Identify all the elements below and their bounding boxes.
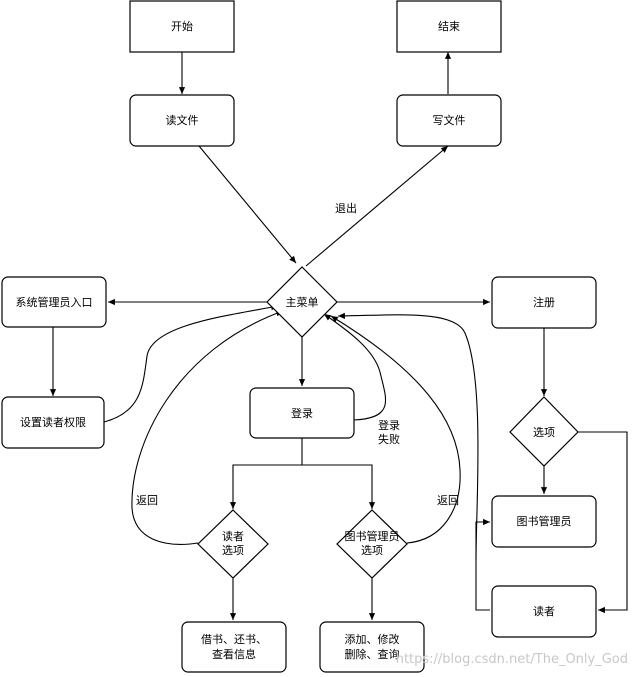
start-box <box>129 0 235 53</box>
read-file-box <box>129 94 235 147</box>
node-option: 选项 <box>509 396 579 467</box>
watermark-text: https://blog.csdn.net/The_Only_God <box>396 652 628 667</box>
node-read-file: 读文件 <box>129 94 235 147</box>
option-label: 选项 <box>533 426 555 439</box>
edge-option-to-reader <box>578 431 628 614</box>
reader-option-diamond <box>197 509 269 579</box>
edge-login-failed-to-menu <box>323 313 387 421</box>
reader-option-line-1: 读者 <box>222 529 244 543</box>
node-set-reader-permission: 设置读者权限 <box>1 396 105 449</box>
set-reader-permission-label: 设置读者权限 <box>20 415 86 429</box>
librarian-option-diamond <box>336 509 408 579</box>
reader-actions-line-1: 借书、还书、 <box>201 633 267 646</box>
node-end: 结束 <box>396 0 502 53</box>
node-write-file: 写文件 <box>396 94 502 147</box>
edge-permission-to-menu <box>103 304 279 423</box>
node-register: 注册 <box>491 276 597 329</box>
write-file-label: 写文件 <box>433 113 466 127</box>
reader-label: 读者 <box>533 604 555 618</box>
librarian-actions-line-2: 删除、查询 <box>345 647 400 661</box>
edge-login-to-reader-option <box>229 438 303 509</box>
edge-label-exit: 退出 <box>335 201 357 215</box>
start-label: 开始 <box>171 19 193 33</box>
node-start: 开始 <box>129 0 235 53</box>
option-diamond <box>509 396 579 467</box>
end-box <box>396 0 502 53</box>
main-menu-label: 主菜单 <box>286 296 319 309</box>
librarian-option-line-2: 选项 <box>361 544 383 557</box>
admin-entry-box <box>1 276 107 328</box>
node-reader: 读者 <box>491 585 597 638</box>
edge-label-login-failed-1: 登录 <box>378 418 400 432</box>
edge-reader-option-return <box>131 310 284 545</box>
node-main-menu: 主菜单 <box>266 266 338 338</box>
node-reader-actions: 借书、还书、 查看信息 <box>181 621 287 673</box>
edge-reader-to-librarian <box>475 518 490 611</box>
login-box <box>249 387 355 439</box>
edges <box>49 52 628 620</box>
node-login: 登录 <box>249 387 355 439</box>
librarian-actions-box <box>319 621 425 673</box>
register-box <box>491 276 597 329</box>
edge-label-return-left: 返回 <box>136 494 158 507</box>
admin-entry-label: 系统管理员入口 <box>16 295 93 309</box>
node-librarian-actions: 添加、修改 删除、查询 <box>319 621 425 673</box>
register-label: 注册 <box>533 295 555 309</box>
write-file-box <box>396 94 502 147</box>
librarian-actions-line-1: 添加、修改 <box>345 632 400 646</box>
librarian-label: 图书管理员 <box>517 514 572 528</box>
librarian-option-line-1: 图书管理员 <box>345 529 400 543</box>
reader-option-line-2: 选项 <box>222 544 244 557</box>
edge-label-return-right: 返回 <box>437 494 459 507</box>
edge-read-to-menu <box>198 145 297 264</box>
edge-label-login-failed-2: 失败 <box>378 432 400 446</box>
edge-librarian-option-return <box>330 315 461 544</box>
reader-box <box>491 585 597 638</box>
set-reader-permission-box <box>1 396 105 449</box>
reader-actions-box <box>181 621 287 673</box>
node-admin-entry: 系统管理员入口 <box>1 276 107 328</box>
node-librarian: 图书管理员 <box>491 495 597 548</box>
reader-actions-line-2: 查看信息 <box>212 647 256 661</box>
edge-menu-to-write <box>305 145 449 267</box>
login-label: 登录 <box>291 406 313 420</box>
node-librarian-option: 图书管理员 选项 <box>336 509 408 579</box>
edge-login-to-librarian-option <box>302 464 376 509</box>
read-file-label: 读文件 <box>166 113 199 127</box>
edge-side-return-to-menu <box>337 312 479 561</box>
node-reader-option: 读者 选项 <box>197 509 269 579</box>
librarian-box <box>491 495 597 548</box>
end-label: 结束 <box>438 20 460 33</box>
main-menu-diamond <box>266 266 338 338</box>
